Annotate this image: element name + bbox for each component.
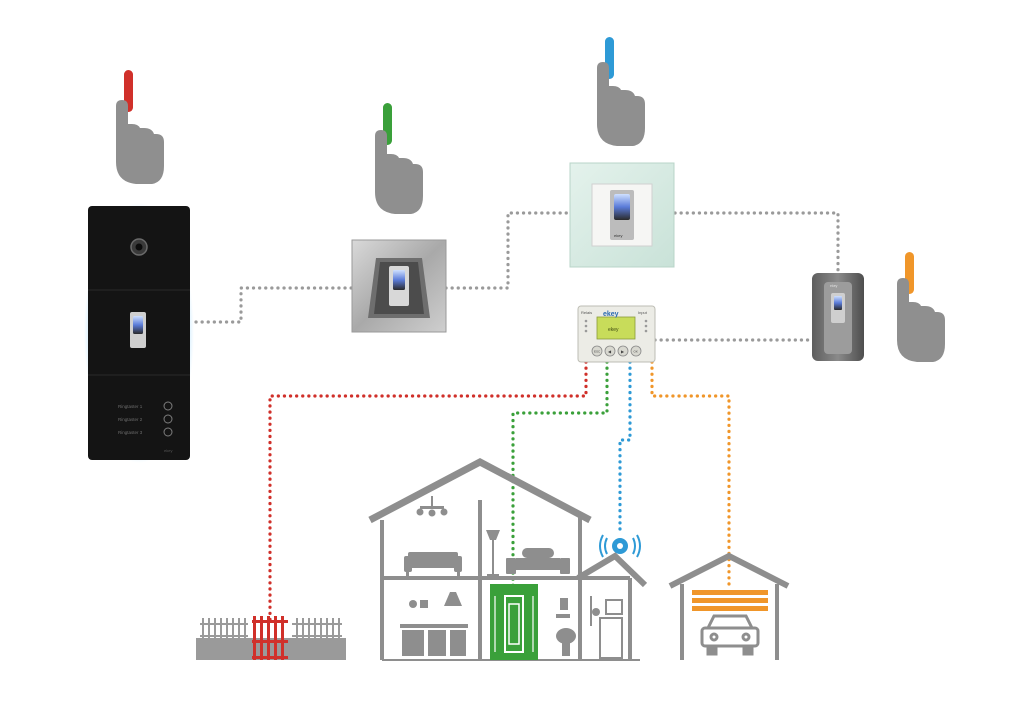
control-right-button[interactable] — [617, 345, 629, 357]
control-ok-label: OK — [634, 350, 638, 354]
control-right-label: ▶ — [621, 349, 625, 354]
glass-scanner-brand: ekey — [614, 233, 622, 238]
control-relay-label: Relais — [581, 310, 592, 315]
sofa-icon — [404, 552, 462, 576]
control-buttons: ESC ◀ ▶ OK — [591, 345, 642, 357]
link-steel-glass — [444, 211, 572, 290]
bell-button-2[interactable] — [163, 414, 173, 424]
steel-scanner-device — [351, 239, 447, 333]
hand-green — [375, 103, 423, 214]
bell-button-3[interactable] — [163, 427, 173, 437]
intercom-device: Ringtaster 1 Ringtaster 2 Ringtaster 3 e… — [84, 203, 194, 463]
control-display — [596, 316, 636, 340]
alarm-icon — [599, 534, 641, 558]
bed-icon — [506, 548, 570, 574]
car-icon — [700, 614, 760, 656]
floor-lamp-icon — [486, 530, 500, 576]
link-intercom-steel — [194, 286, 354, 324]
wall-scanner-brand: ekey — [830, 284, 838, 288]
line-green-door — [511, 360, 609, 602]
bell-label-2: Ringtaster 2 — [118, 417, 143, 422]
house — [368, 458, 648, 661]
hand-red — [116, 70, 164, 184]
line-blue-alarm — [618, 360, 632, 532]
hand-blue — [597, 37, 645, 146]
control-led-left — [584, 319, 588, 333]
garage-door-icon — [692, 590, 768, 611]
bell-button-1[interactable] — [163, 401, 173, 411]
intercom-brand: ekey — [164, 448, 172, 453]
control-esc-label: ESC — [594, 350, 601, 354]
line-orange-garage — [650, 360, 731, 592]
bell-buttons: Ringtaster 1 Ringtaster 2 Ringtaster 3 — [118, 401, 173, 437]
chandelier-icon — [416, 496, 448, 517]
control-led-right — [644, 319, 648, 333]
control-brand-logo: ekey — [603, 311, 619, 318]
hand-orange — [897, 252, 945, 362]
control-unit-device: Relais Input ekey ekey ESC ◀ ▶ OK — [577, 305, 656, 363]
link-glass-wall — [673, 211, 840, 275]
glass-scanner-device: ekey — [569, 162, 675, 268]
kitchen-icon — [400, 592, 468, 656]
output-lines — [268, 360, 731, 627]
line-red-gate — [268, 360, 588, 627]
control-left-label: ◀ — [608, 349, 612, 354]
garage — [668, 552, 790, 660]
gate-icon — [252, 616, 288, 660]
control-left-button[interactable] — [604, 345, 616, 357]
control-display-text: ekey — [608, 327, 619, 333]
control-ok-button[interactable] — [630, 345, 642, 357]
house-rooms — [400, 496, 623, 659]
bathroom-icon — [556, 596, 623, 659]
device-links — [194, 211, 840, 342]
control-input-label: Input — [638, 310, 648, 315]
front-door-icon — [490, 584, 538, 660]
control-esc-button[interactable] — [591, 345, 603, 357]
bell-label-1: Ringtaster 1 — [118, 404, 143, 409]
garden-fence — [196, 616, 346, 660]
wall-scanner-device: ekey — [812, 273, 864, 361]
bell-label-3: Ringtaster 3 — [118, 430, 143, 435]
